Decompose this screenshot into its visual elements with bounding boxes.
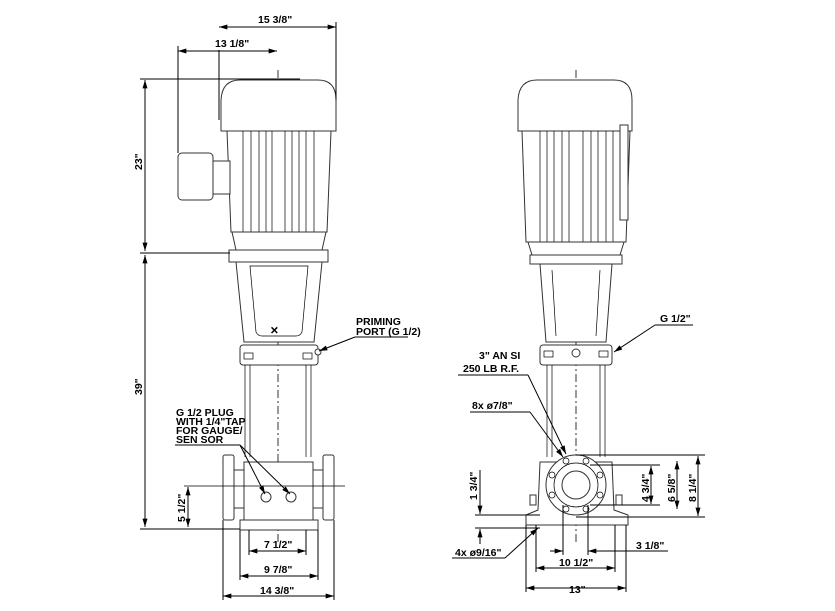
motor-fan-cover	[220, 79, 337, 132]
plug-label-line1: G 1/2 PLUG	[176, 407, 234, 419]
dim-motor-height: 23"	[133, 153, 145, 170]
pump-base	[525, 454, 629, 526]
dim-foot-offset: 1 3/4"	[468, 472, 480, 500]
pump-sleeve	[244, 365, 312, 457]
dim-motor-to-box: 13 1/8"	[215, 38, 249, 50]
terminal-box-neck	[212, 160, 231, 195]
dim-center-offset: 3 1/8"	[636, 540, 664, 552]
dim-foot-inner: 7 1/2"	[264, 539, 292, 551]
pump-base	[184, 454, 345, 531]
g-half-label: G 1/2"	[660, 313, 691, 325]
pump-head	[239, 344, 319, 366]
ansi-label-line1: 3" AN SI	[479, 350, 520, 362]
priming-label-line2: PORT (G 1/2)	[356, 326, 421, 338]
gauge-plug	[260, 491, 272, 503]
dim-bolt-circle: 6 5/8"	[666, 474, 678, 502]
plug-label-line4: SEN SOR	[176, 434, 224, 446]
motor-stool	[539, 263, 613, 343]
plug-label-line2: WITH 1/4"TAP	[176, 416, 246, 428]
dim-overall-width: 15 3/8"	[258, 14, 292, 26]
priming-port	[314, 348, 322, 356]
priming-label-line1: PRIMING	[356, 316, 401, 328]
front-view: ✕	[133, 14, 421, 600]
terminal-box	[177, 152, 214, 201]
flange-bolt-holes	[548, 457, 604, 513]
dim-port-height: 5 1/2"	[176, 494, 188, 522]
foot-holes-label: 4x ø9/16"	[455, 547, 501, 559]
dim-base-width: 13"	[569, 584, 586, 596]
dim-foot-outer: 9 7/8"	[264, 564, 292, 576]
side-dimension-lines	[452, 324, 705, 592]
dim-foot-holes-span: 10 1/2"	[559, 557, 593, 569]
motor-flange	[228, 249, 329, 263]
gauge-plug	[285, 491, 297, 503]
motor-flange	[529, 254, 623, 265]
coupling-symbol: ✕	[270, 325, 279, 337]
dim-pump-height: 39"	[133, 378, 145, 395]
motor-body	[521, 124, 631, 256]
ansi-label-line2: 250 LB R.F.	[463, 363, 519, 375]
dim-bolt-circle-inner: 4 3/4"	[640, 474, 652, 502]
plug-label-line3: FOR GAUGE/	[176, 425, 243, 437]
bolts-label: 8x ø7/8"	[472, 400, 513, 412]
dim-flange-dia: 8 1/4"	[687, 474, 699, 502]
motor-stool	[235, 261, 323, 343]
side-view: G 1/2" 3" AN SI 250 LB R.F. 8x ø7/8" 4x …	[452, 70, 705, 596]
motor-fan-cover	[517, 79, 633, 132]
front-dimension-lines	[140, 22, 408, 600]
dim-flange-to-flange: 14 3/8"	[260, 585, 294, 597]
motor-body	[226, 130, 332, 251]
